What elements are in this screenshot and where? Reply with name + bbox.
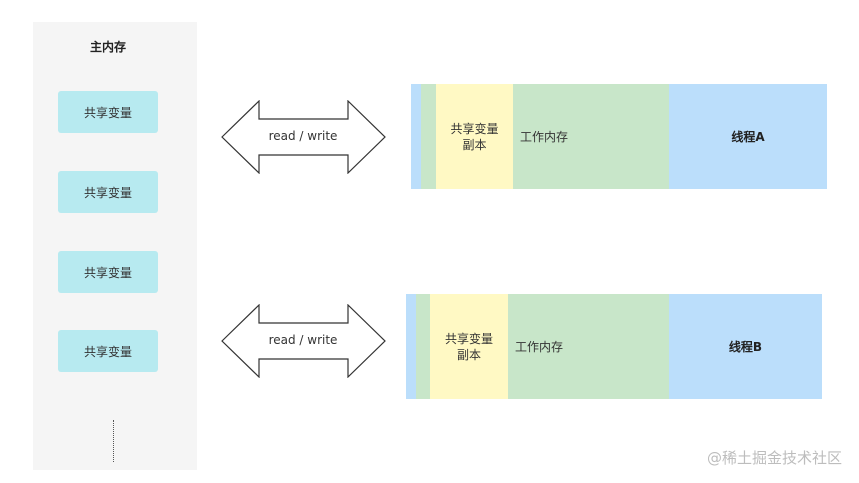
main-memory-panel — [33, 22, 197, 470]
arrow-b-label: read / write — [268, 333, 338, 347]
thread-b-work-edge — [416, 294, 430, 399]
shared-variable-3: 共享变量 — [58, 251, 158, 293]
read-write-arrow-a — [221, 100, 386, 174]
arrow-a-label: read / write — [268, 129, 338, 143]
shared-variable-2: 共享变量 — [58, 171, 158, 213]
thread-b-work-memory-label: 工作内存 — [515, 340, 564, 354]
more-variables-ellipsis — [113, 420, 114, 462]
thread-b-name-area: 线程B — [669, 294, 822, 399]
thread-b-copy-line1: 共享变量 — [444, 331, 493, 346]
thread-a-edge — [411, 84, 421, 189]
thread-a-name: 线程A — [731, 130, 765, 144]
shared-variable-1: 共享变量 — [58, 91, 158, 133]
thread-a-variable-copy: 共享变量 副本 — [436, 84, 513, 189]
thread-b-block: 共享变量 副本 工作内存 线程B — [406, 294, 822, 399]
thread-b-work-memory: 工作内存 — [508, 294, 669, 399]
thread-b-name: 线程B — [728, 340, 763, 354]
watermark: @稀土掘金技术社区 — [706, 449, 842, 467]
thread-b-edge — [406, 294, 416, 399]
thread-a-work-memory-label: 工作内存 — [520, 130, 569, 144]
thread-a-work-memory: 工作内存 — [513, 84, 669, 189]
thread-b-copy-line2: 副本 — [456, 347, 481, 362]
thread-a-name-area: 线程A — [669, 84, 827, 189]
read-write-arrow-b — [221, 304, 386, 378]
thread-a-block: 共享变量 副本 工作内存 线程A — [411, 84, 827, 189]
shared-variable-4: 共享变量 — [58, 330, 158, 372]
main-memory-title: 主内存 — [89, 40, 126, 54]
thread-a-copy-line1: 共享变量 — [450, 121, 499, 136]
thread-b-variable-copy: 共享变量 副本 — [430, 294, 508, 399]
thread-a-work-edge — [421, 84, 436, 189]
thread-a-copy-line2: 副本 — [462, 137, 487, 152]
